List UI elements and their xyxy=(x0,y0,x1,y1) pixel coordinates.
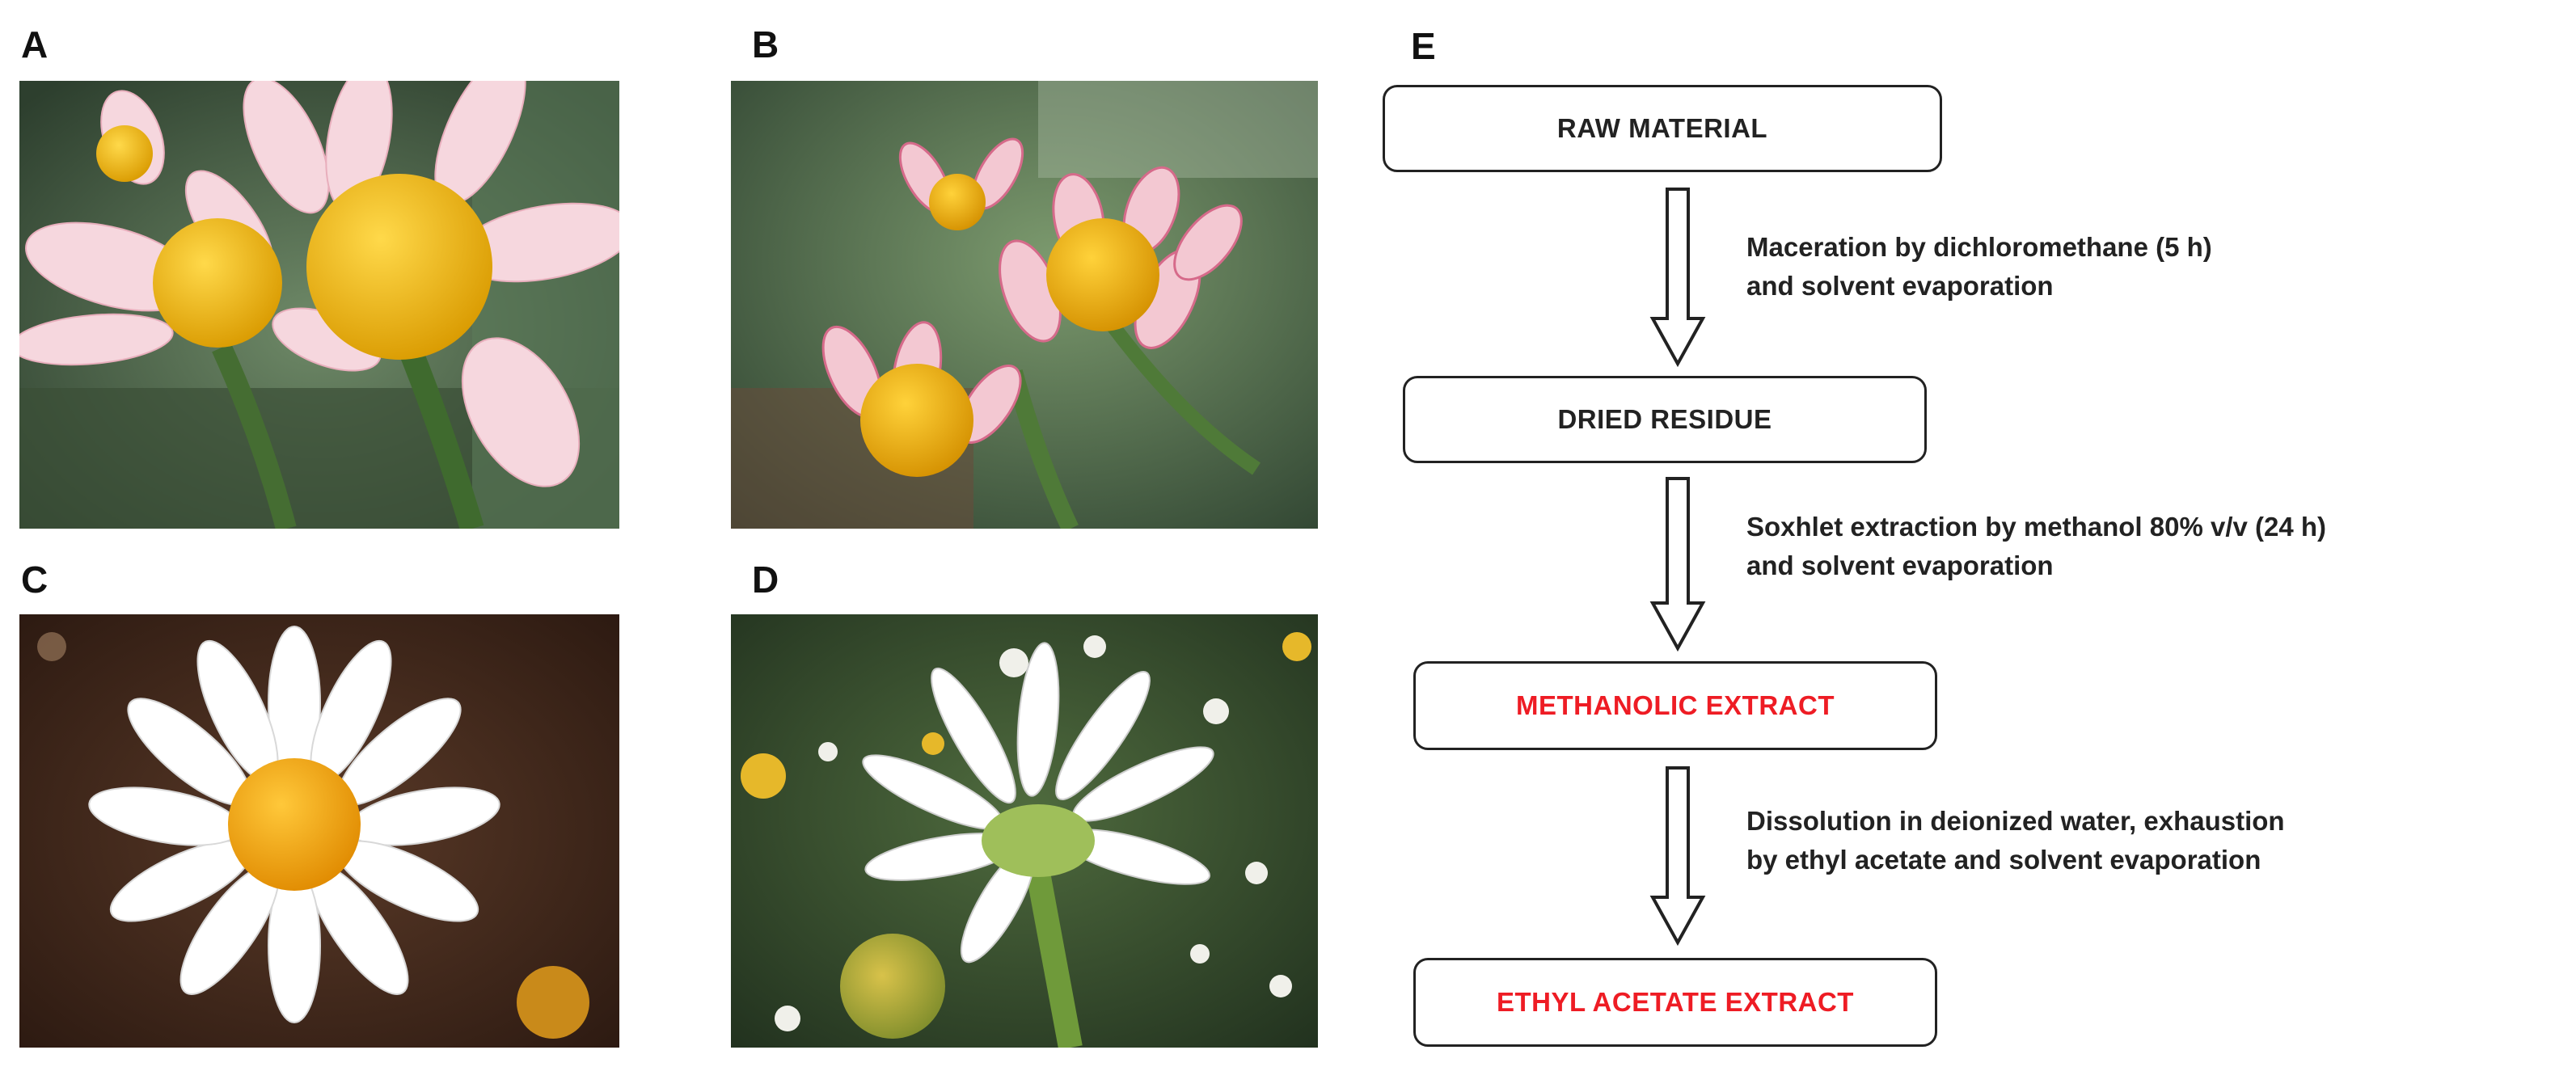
transition-text-dissolution: Dissolution in deionized water, exhausti… xyxy=(1746,802,2285,879)
transition-line: and solvent evaporation xyxy=(1746,550,2054,580)
flow-step-ethyl-acetate-extract: ETHYL ACETATE EXTRACT xyxy=(1413,958,1937,1047)
pink-tipped-daisies-photo xyxy=(731,81,1318,529)
panel-label-e: E xyxy=(1411,25,1436,67)
panel-label-c: C xyxy=(21,559,49,601)
flow-step-methanolic-extract: METHANOLIC EXTRACT xyxy=(1413,661,1937,750)
transition-line: by ethyl acetate and solvent evaporation xyxy=(1746,845,2261,875)
panel-label-a: A xyxy=(21,23,49,65)
pink-chamomile-flowers-photo xyxy=(19,81,619,529)
panel-label-b: B xyxy=(752,23,779,65)
white-chamomile-flower-photo xyxy=(19,614,619,1048)
flow-step-dried-residue: DRIED RESIDUE xyxy=(1403,376,1927,463)
transition-line: Dissolution in deionized water, exhausti… xyxy=(1746,806,2285,836)
flow-step-raw-material: RAW MATERIAL xyxy=(1383,85,1942,172)
white-daisy-meadow-photo xyxy=(731,614,1318,1048)
transition-line: Maceration by dichloromethane (5 h) xyxy=(1746,232,2212,262)
transition-line: and solvent evaporation xyxy=(1746,271,2054,301)
panel-label-d: D xyxy=(752,559,779,601)
transition-text-soxhlet: Soxhlet extraction by methanol 80% v/v (… xyxy=(1746,508,2326,585)
transition-line: Soxhlet extraction by methanol 80% v/v (… xyxy=(1746,512,2327,542)
transition-text-maceration: Maceration by dichloromethane (5 h) and … xyxy=(1746,228,2212,306)
down-arrow-icon xyxy=(1649,766,1706,946)
down-arrow-icon xyxy=(1649,188,1706,367)
down-arrow-icon xyxy=(1649,477,1706,652)
